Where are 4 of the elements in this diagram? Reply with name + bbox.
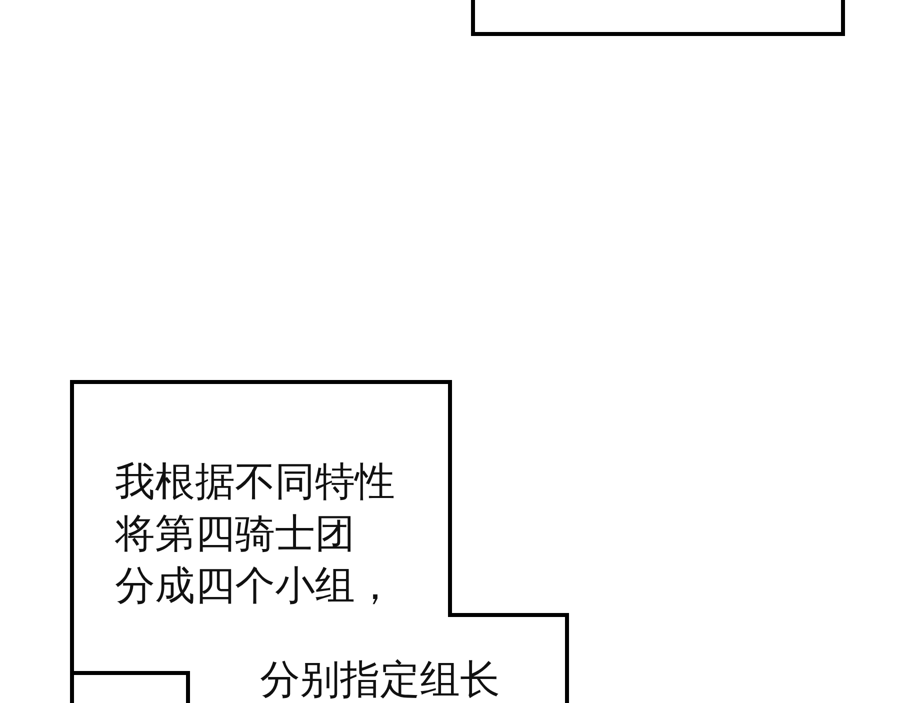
caption-text: 我根据不同特性将第四骑士团分成四个小组， <box>115 458 396 611</box>
caption-text: 分别指定组长 <box>260 658 501 702</box>
caption-box <box>68 378 572 703</box>
panel-frame <box>470 0 846 37</box>
